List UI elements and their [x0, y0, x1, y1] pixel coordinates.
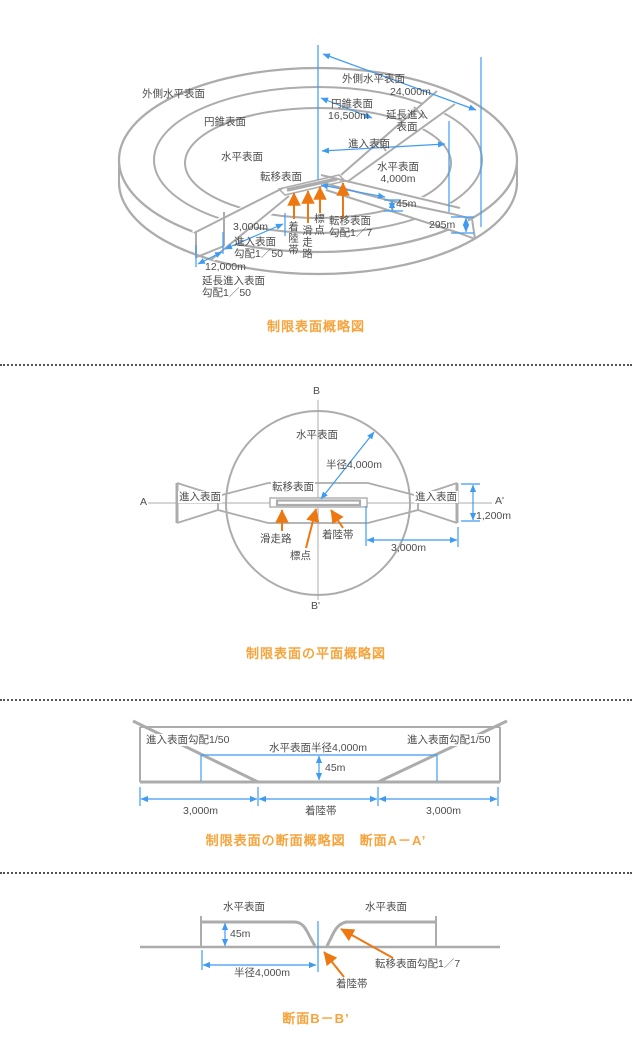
approach-slope-line1: 進入表面 — [234, 236, 276, 248]
approach-slope-line2: 勾配1／50 — [234, 248, 284, 260]
aa-height-45m: 45m — [325, 762, 346, 774]
plan-horizontal-surface-label: 水平表面 — [296, 429, 338, 441]
plan-a-right: A' — [495, 495, 505, 507]
bb-horizontal-label-left: 水平表面 — [223, 901, 265, 913]
extended-slope-line1: 延長進入表面 — [202, 275, 265, 287]
plan-transitional-label: 転移表面 — [271, 481, 315, 493]
overview-approach-label-right: 進入表面 — [348, 138, 390, 150]
aa-right-3000: 3,000m — [426, 805, 462, 817]
overview-outer-horizontal-label-right: 外側水平表面 — [342, 73, 405, 85]
aa-slope-label-right: 進入表面勾配1/50 — [406, 734, 492, 746]
bb-transitional-slope-label: 転移表面勾配1／7 — [375, 958, 461, 970]
overview-transitional-label-left: 転移表面 — [260, 171, 302, 183]
plan-approach-label-right: 進入表面 — [414, 491, 458, 503]
overview-extended-slope-label: 延長進入表面勾配1／50 — [202, 275, 265, 299]
plan-approach-length: 3,000m — [391, 542, 427, 554]
plan-b-bottom: B' — [311, 600, 321, 612]
overview-extended-length: 12,000m — [205, 261, 246, 273]
plan-runway-label: 滑走路 — [260, 533, 292, 545]
plan-radius-label: 半径4,000m — [326, 459, 383, 471]
horizontal-right-line2: 4,000m — [380, 173, 416, 185]
plan-approach-label-left: 進入表面 — [178, 491, 222, 503]
aa-slope-label-left: 進入表面勾配1/50 — [145, 734, 231, 746]
overview-reference-point-label: 標点 — [313, 213, 325, 236]
overview-approach-slope-label: 進入表面勾配1／50 — [234, 236, 283, 260]
bb-landing-strip-label: 着陸帯 — [336, 978, 368, 990]
overview-landing-strip-label: 着陸帯 — [287, 221, 299, 256]
overview-pointer-arrows — [287, 182, 350, 223]
dotted-separator — [0, 364, 632, 366]
overview-approach-length: 3,000m — [233, 221, 269, 233]
plan-pointer-arrows — [275, 508, 344, 549]
aa-landing-strip-label: 着陸帯 — [305, 805, 337, 817]
overview-conical-label-left: 円錐表面 — [204, 116, 246, 128]
plan-dimensions — [320, 431, 480, 547]
dotted-separator — [0, 699, 632, 701]
overview-conical-radius: 16,500m — [328, 110, 369, 122]
overview-outer-horizontal-label-left: 外側水平表面 — [142, 88, 205, 100]
section-bb-pointer-arrows — [323, 928, 394, 978]
transitional-slope-line2: 勾配1／7 — [329, 227, 373, 239]
overview-title: 制限表面概略図 — [266, 319, 365, 334]
plan-reference-point-label: 標点 — [290, 550, 311, 562]
plan-title: 制限表面の平面概略図 — [245, 646, 386, 661]
extended-slope-line2: 勾配1／50 — [202, 287, 252, 299]
aa-horizontal-radius-label: 水平表面半径4,000m — [268, 742, 369, 754]
overview-outer-horizontal-radius: 24,000m — [390, 86, 431, 98]
plan-b-top: B — [313, 385, 321, 397]
plan-landing-strip-label: 着陸帯 — [322, 529, 354, 541]
overview-transitional-slope-label: 転移表面勾配1／7 — [329, 215, 372, 239]
overview-horizontal-label-left: 水平表面 — [221, 151, 263, 163]
horizontal-right-line1: 水平表面 — [377, 161, 419, 173]
overview-extended-approach-label: 延長進入表面 — [384, 109, 430, 133]
section-bb-dimensions — [201, 921, 319, 972]
bb-title: 断面B－B’ — [282, 1011, 350, 1026]
bb-height-45m: 45m — [230, 928, 251, 940]
overview-conical-label-right: 円錐表面 — [331, 98, 373, 110]
bb-horizontal-label-right: 水平表面 — [365, 901, 407, 913]
bb-radius-label: 半径4,000m — [234, 967, 291, 979]
aa-title: 制限表面の断面概略図 断面A－A’ — [205, 833, 427, 848]
overview-dimensions — [195, 45, 482, 267]
dotted-separator — [0, 872, 632, 874]
aa-left-3000: 3,000m — [183, 805, 219, 817]
overview-height-295m: 295m — [429, 219, 456, 231]
overview-height-45m: 45m — [396, 198, 417, 210]
transitional-slope-line1: 転移表面 — [329, 215, 371, 227]
section-aa-dimensions — [139, 754, 499, 806]
plan-a-left: A — [140, 496, 148, 508]
section-bb-drawing — [140, 916, 500, 949]
extended-approach-line2: 表面 — [396, 121, 418, 133]
extended-approach-line1: 延長進入 — [386, 109, 428, 121]
overview-runway-label: 滑走路 — [301, 225, 313, 260]
plan-width-1200: 1,200m — [476, 510, 512, 522]
section-aa-drawing — [132, 719, 508, 784]
